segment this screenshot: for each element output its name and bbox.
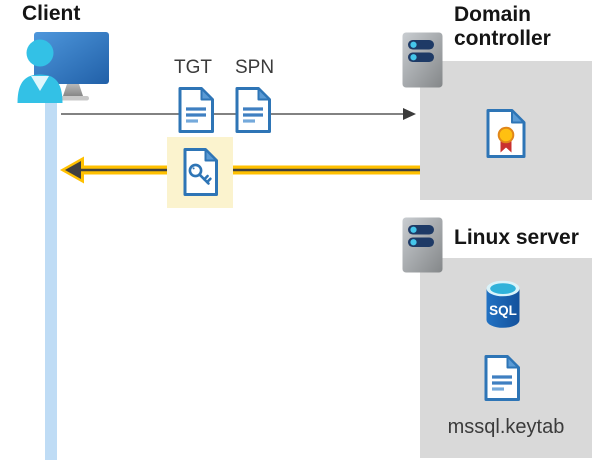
client-label: Client [22, 2, 81, 25]
linux-server-label: Linux server [454, 226, 579, 249]
domain-controller-server-icon [402, 32, 443, 88]
client-lifeline [45, 96, 57, 460]
spn-document-icon [234, 86, 272, 134]
certificate-icon [486, 109, 526, 158]
spn-label: SPN [235, 57, 275, 78]
response-arrow-left-highlighted [60, 156, 420, 184]
request-arrow-right [61, 108, 416, 120]
keytab-label: mssql.keytab [447, 416, 565, 438]
sql-icon-label: SQL [489, 303, 517, 318]
sql-database-icon: SQL [486, 280, 520, 328]
tgt-label: TGT [174, 57, 212, 78]
key-ticket-document-icon [183, 148, 218, 196]
key-glyph [188, 163, 212, 185]
client-user-monitor-icon [17, 32, 109, 103]
tgt-document-icon [177, 86, 215, 134]
keytab-document-icon [483, 354, 521, 402]
domain-controller-label: Domain controller [454, 3, 551, 51]
linux-server-icon [402, 217, 443, 273]
